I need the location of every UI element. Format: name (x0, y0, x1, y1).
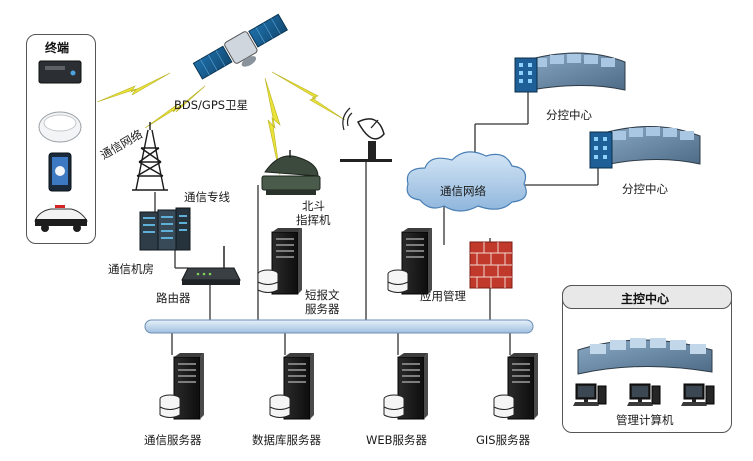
mobile-phone-icon (48, 152, 72, 192)
terminals-title: 终端 (45, 41, 70, 55)
police-car-icon (34, 205, 88, 232)
gis-server-icon (493, 353, 538, 420)
management-computers-label: 管理计算机 (616, 413, 674, 427)
bolt-terminal-satellite (96, 72, 171, 103)
branch-center-1-label: 分控中心 (546, 108, 592, 122)
branch-center-2-icon (589, 125, 701, 169)
server-label-db: 数据库服务器 (252, 433, 321, 447)
network-cloud-icon (406, 151, 527, 212)
web-server-icon (383, 353, 428, 420)
terminals-panel: 终端 (26, 34, 96, 244)
servers-group (159, 228, 538, 420)
sms-server-icon (257, 228, 302, 295)
cloud-label: 通信网络 (440, 184, 486, 198)
management-computers-group (573, 383, 715, 406)
sms-server-label-line1: 短报文 (305, 288, 340, 302)
app-mgmt-server-icon (387, 228, 432, 295)
firewall-icon (469, 241, 513, 289)
terminal-devices (34, 60, 88, 232)
network-bus (144, 319, 534, 334)
connection-lines (154, 92, 599, 355)
bolt-dish-satellite (271, 71, 346, 121)
branch-center-2-label: 分控中心 (622, 182, 668, 196)
management-computer-icon (573, 383, 607, 406)
comm-server-icon (159, 353, 204, 420)
beidou-commander-icon (261, 150, 321, 195)
router-label: 路由器 (156, 291, 191, 305)
management-computer-icon (627, 383, 661, 406)
server-label-comm: 通信服务器 (144, 433, 202, 447)
main-center-title: 主控中心 (621, 292, 670, 306)
dedicated-line-label: 通信专线 (184, 190, 230, 204)
satellite-dish-icon (340, 107, 392, 162)
wireless-bolts (96, 71, 346, 176)
main-center-panel: 主控中心 (562, 285, 732, 433)
sms-server-label-line2: 服务器 (305, 302, 340, 316)
db-server-icon (269, 353, 314, 420)
main-center-header (562, 285, 732, 309)
main-center-video-wall-icon (577, 338, 713, 375)
server-label-gis: GIS服务器 (476, 433, 531, 447)
beidou-label-line2: 指挥机 (296, 213, 331, 227)
machine-room-icon (139, 207, 191, 251)
satellite-icon (192, 13, 288, 80)
vehicle-terminal-icon (38, 60, 82, 84)
router-icon (181, 246, 241, 285)
bolt-beidou-satellite (264, 77, 281, 176)
machine-room-label: 通信机房 (108, 262, 154, 276)
branch-center-1-icon (514, 52, 626, 93)
bolt-tower-satellite (144, 85, 206, 129)
communication-tower-icon (132, 122, 168, 191)
app-mgmt-label: 应用管理 (420, 289, 466, 303)
server-label-web: WEB服务器 (366, 433, 428, 447)
satellite-label: BDS/GPS卫星 (174, 98, 249, 112)
beidou-label-line1: 北斗 (302, 199, 325, 213)
handheld-locator-icon (38, 111, 82, 143)
management-computer-icon (681, 383, 715, 406)
